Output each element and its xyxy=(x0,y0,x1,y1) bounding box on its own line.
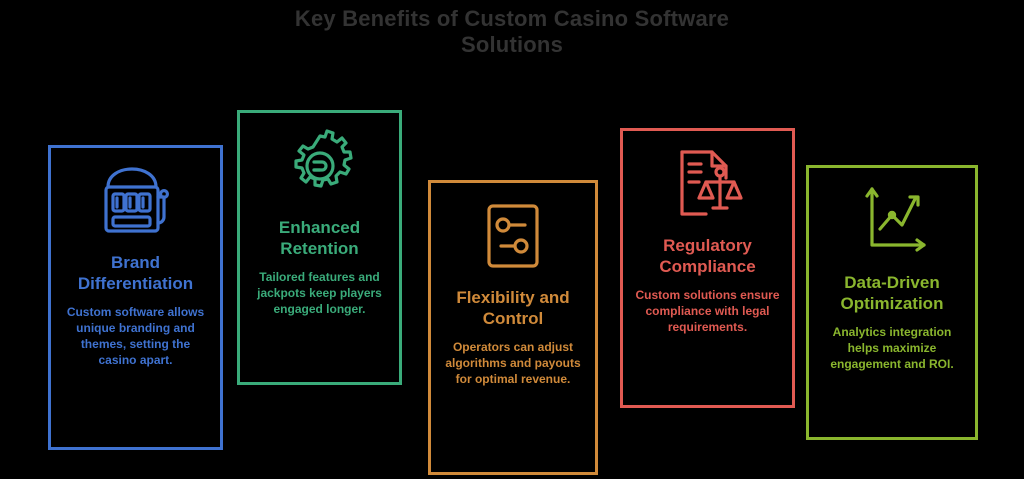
benefit-card-data-driven-optimization[interactable]: Data-Driven Optimization Analytics integ… xyxy=(806,165,978,440)
gear-settings-icon xyxy=(279,127,361,205)
card-title: Brand Differentiation xyxy=(77,253,194,293)
slot-machine-icon xyxy=(95,162,177,240)
benefit-card-flexibility-and-control[interactable]: Flexibility and Control Operators can ad… xyxy=(428,180,598,475)
page-title-line-2: Solutions xyxy=(460,32,563,57)
benefit-card-regulatory-compliance[interactable]: Regulatory Compliance Custom solutions e… xyxy=(620,128,795,408)
page-title-line-1: Key Benefits of Custom Casino Software xyxy=(294,6,730,31)
benefit-cards-row: Brand Differentiation Custom software al… xyxy=(0,110,1024,475)
card-description: Operators can adjust algorithms and payo… xyxy=(445,340,581,386)
card-title: Flexibility and Control xyxy=(456,288,570,328)
page-title: Key Benefits of Custom Casino Software S… xyxy=(0,6,1024,58)
card-title: Regulatory Compliance xyxy=(659,236,756,276)
card-description: Tailored features and jackpots keep play… xyxy=(257,270,382,316)
growth-chart-icon xyxy=(851,182,933,260)
benefit-card-brand-differentiation[interactable]: Brand Differentiation Custom software al… xyxy=(48,145,223,450)
control-panel-sliders-icon xyxy=(472,197,554,275)
card-description: Analytics integration helps maximize eng… xyxy=(830,325,954,371)
card-description: Custom software allows unique branding a… xyxy=(66,305,205,367)
card-title: Enhanced Retention xyxy=(278,218,361,258)
card-description: Custom solutions ensure compliance with … xyxy=(635,288,780,334)
card-title: Data-Driven Optimization xyxy=(840,273,944,313)
benefit-card-enhanced-retention[interactable]: Enhanced Retention Tailored features and… xyxy=(237,110,402,385)
legal-document-scales-icon xyxy=(667,145,749,223)
